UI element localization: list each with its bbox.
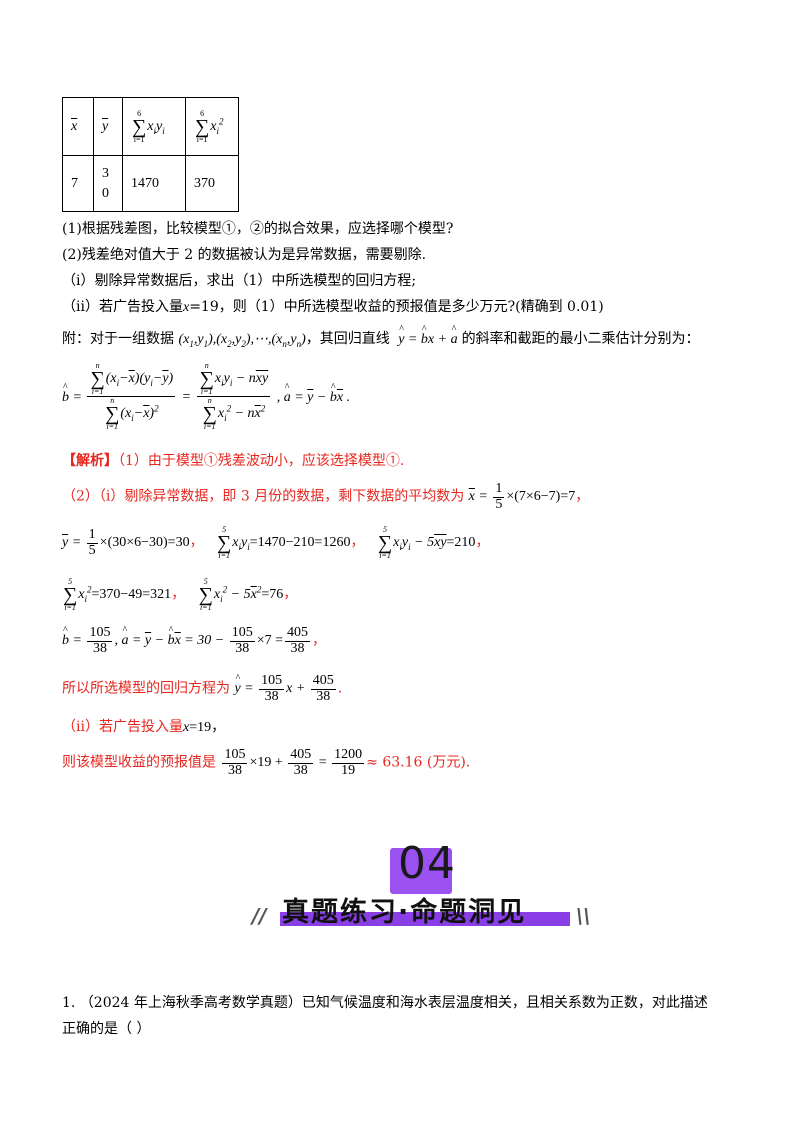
question-2: (2)残差绝对值大于 2 的数据被认为是异常数据，需要剔除. [62,247,427,263]
solution-6: （ii）若广告投入量x=19， [62,719,226,735]
table-cell: 1470 [122,155,186,212]
problem-1-line-1: 1. （2024 年上海秋季高考数学真题）已知气候温度和海水表层温度相关，且相关… [62,995,708,1011]
section-banner: 04 真题练习·命题洞见 // \\ [250,838,595,938]
question-2-ii: （ii）若广告投入量x=19，则（1）中所选模型收益的预报值是多少万元?(精确到… [62,299,604,315]
left-slash-decoration: // [252,904,267,928]
table-cell: 30 [93,155,123,212]
table-header-ybar: y [93,97,123,156]
table-cell: 370 [185,155,239,212]
right-slash-decoration: \\ [576,904,591,928]
table-header-xbar: x [62,97,94,156]
solution-tag: 【解析】 [62,453,118,469]
section-number-background [390,848,452,894]
section-number: 04 [398,838,456,889]
question-1: (1)根据残差图，比较模型①，②的拟合效果，应选择哪个模型? [62,221,454,237]
question-2-i: （i）剔除异常数据后，求出（1）中所选模型的回归方程; [62,273,417,289]
formula-b-hat: b = n∑i=1(xi−x)(yi−y) n∑i=1(xi−x)2 = n∑i… [62,362,350,431]
table-cell: 7 [62,155,94,212]
solution-1: 【解析】（1）由于模型①残差波动小，应该选择模型①. [62,453,405,469]
section-title: 真题练习·命题洞见 [282,897,527,928]
problem-1-line-2: 正确的是（ ） [62,1021,151,1037]
appendix-line: 附：对于一组数据 (x1,y1),(x2,y2),⋯,(xn,yn)，其回归直线… [62,324,700,349]
section-title-bar [280,912,570,926]
